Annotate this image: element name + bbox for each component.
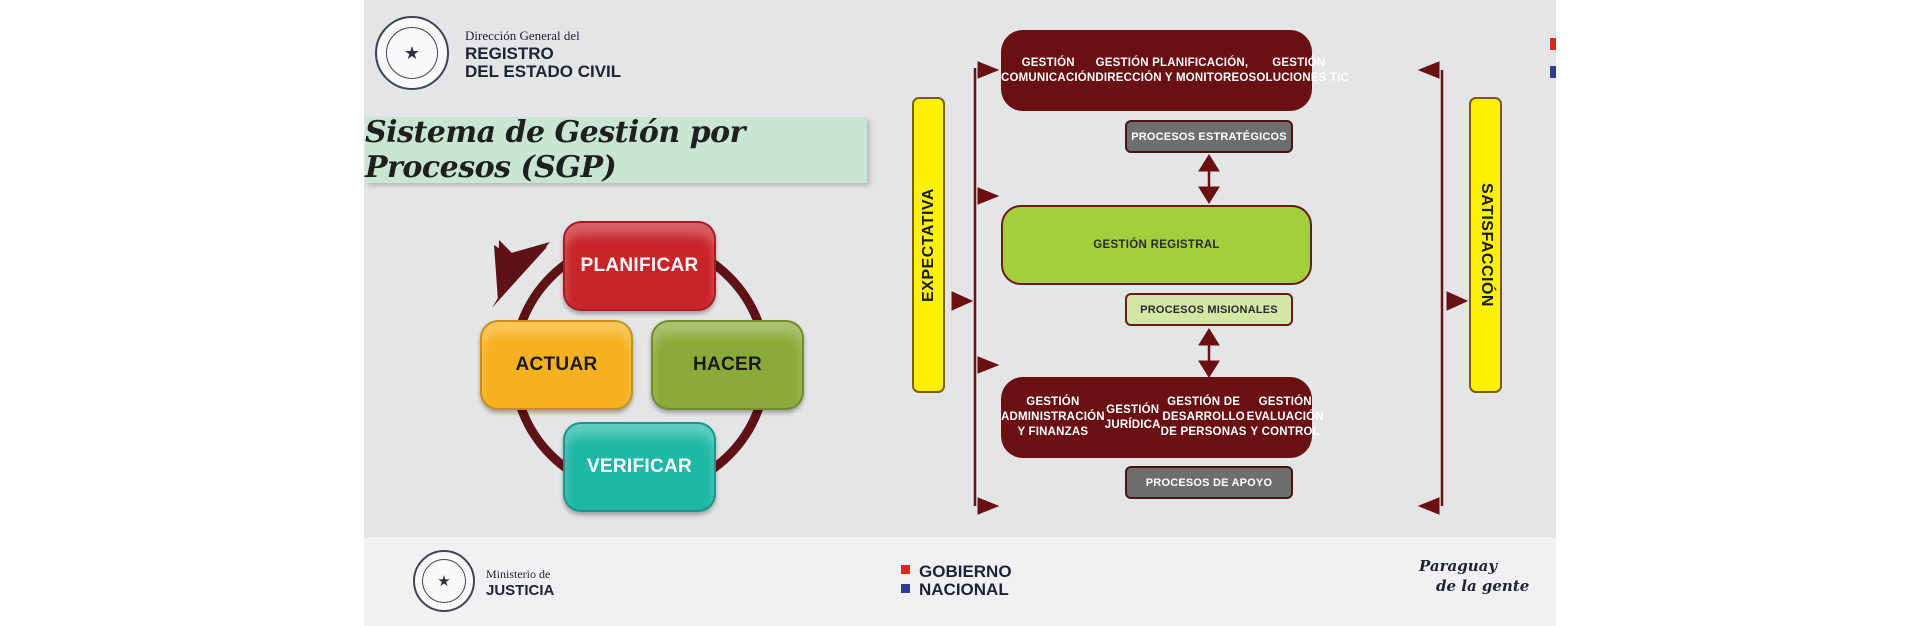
gov-flag-blue-icon (901, 584, 910, 593)
support-process-cell: GESTIÓN ADMINISTRACIÓN Y FINANZAS (1001, 396, 1105, 438)
pdca-actuar: ACTUAR (480, 320, 633, 410)
pdca-hacer: HACER (651, 320, 804, 410)
core-processes-tag: PROCESOS MISIONALES (1125, 293, 1293, 326)
ministry-name: JUSTICIA (486, 582, 555, 599)
ministry-small-text: Ministerio de (486, 567, 551, 581)
sgp-title-banner: Sistema de Gestión por Procesos (SGP) (365, 115, 867, 185)
ministry-seal-icon: ★ (413, 550, 475, 612)
strategic-process-cell: GESTIÓN PLANIFICACIÓN, DIRECCIÓN Y MONIT… (1095, 56, 1249, 84)
institution-name-line2: DEL ESTADO CIVIL (465, 62, 622, 81)
slogan-line2: de la gente (1436, 577, 1530, 595)
flag-red-stripe (1550, 38, 1556, 50)
pdca-planificar: PLANIFICAR (563, 221, 716, 311)
institution-small-text: Dirección General del (465, 28, 580, 43)
support-processes-tag: PROCESOS DE APOYO (1125, 466, 1293, 499)
pdca-verificar: VERIFICAR (563, 422, 716, 512)
sgp-title: Sistema de Gestión por Procesos (SGP) (365, 115, 745, 185)
strategic-processes-box: GESTIÓN COMUNICACIÓN GESTIÓN PLANIFICACI… (1001, 30, 1349, 111)
expectativa-bar: EXPECTATIVA (912, 97, 945, 393)
flag-blue-stripe (1550, 66, 1556, 78)
support-processes-box: GESTIÓN ADMINISTRACIÓN Y FINANZAS GESTIÓ… (1001, 377, 1324, 458)
strategic-processes-tag: PROCESOS ESTRATÉGICOS (1125, 120, 1293, 153)
national-seal-icon: ★ (375, 16, 449, 90)
gov-line1: GOBIERNO (919, 562, 1012, 581)
footer-bar: ★ Ministerio de JUSTICIA GOBIERNO NACION… (364, 537, 1556, 626)
strategic-process-cell: GESTIÓN COMUNICACIÓN (1001, 56, 1096, 84)
support-process-cell: GESTIÓN EVALUACIÓN Y CONTROL (1246, 396, 1324, 438)
satisfaccion-bar: SATISFACCIÓN (1469, 97, 1502, 393)
strategic-process-cell: GESTIÓN SOLUCIONES TIC (1248, 56, 1350, 84)
institution-name-line1: REGISTRO (465, 44, 554, 63)
process-map-connectors (951, 61, 1469, 515)
diagram-panel: ★ Dirección General del REGISTRO DEL EST… (364, 0, 1556, 626)
support-process-cell: GESTIÓN DE DESARROLLO DE PERSONAS (1160, 396, 1247, 438)
slogan-line1: Paraguay (1419, 557, 1498, 575)
expectativa-label: EXPECTATIVA (919, 188, 937, 302)
gov-flag-red-icon (901, 565, 910, 574)
gov-line2: NACIONAL (919, 580, 1009, 599)
support-process-cell: GESTIÓN JURÍDICA (1104, 403, 1161, 431)
satisfaccion-label: SATISFACCIÓN (1477, 183, 1495, 307)
core-process-box: GESTIÓN REGISTRAL (1001, 205, 1312, 285)
